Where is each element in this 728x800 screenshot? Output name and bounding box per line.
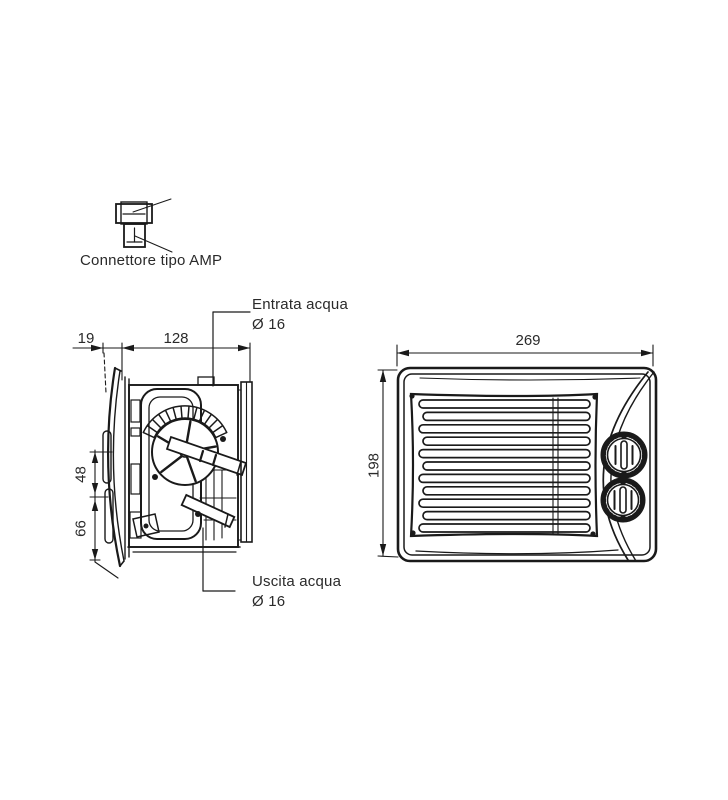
flange-profile	[102, 366, 125, 568]
water-inlet-label: Entrata acqua	[252, 296, 348, 313]
dimension-269	[396, 344, 654, 367]
dim-label-269: 269	[515, 332, 541, 349]
mounting-plate	[124, 376, 142, 560]
dim-label-66: 66	[72, 520, 90, 537]
dimension-19-128	[72, 342, 251, 394]
inlet-leader-line	[212, 311, 251, 387]
upper-control-knob	[600, 431, 648, 479]
dimension-198	[377, 369, 399, 558]
front-view-drawing	[377, 344, 658, 563]
front-housing	[396, 366, 658, 563]
water-inlet-diameter: Ø 16	[252, 316, 286, 333]
dim-label-48: 48	[72, 466, 90, 483]
front-grille	[409, 392, 599, 538]
dim-label-19: 19	[77, 330, 95, 347]
water-outlet-label: Uscita acqua	[252, 573, 342, 590]
dim-label-128: 128	[163, 330, 189, 347]
outlet-pipe	[180, 493, 236, 529]
connector-label: Connettore tipo AMP	[80, 252, 223, 269]
water-outlet-diameter: Ø 16	[252, 593, 286, 610]
dimension-48-66	[89, 449, 119, 579]
outlet-leader-line	[202, 527, 236, 592]
rear-bracket	[237, 381, 253, 543]
lower-control-knob	[600, 477, 646, 523]
dim-label-198: 198	[365, 452, 383, 479]
corrugated-hose	[142, 405, 228, 442]
side-view-drawing	[72, 311, 253, 592]
lower-bracket	[132, 513, 160, 538]
amp-connector-drawing	[115, 198, 173, 253]
